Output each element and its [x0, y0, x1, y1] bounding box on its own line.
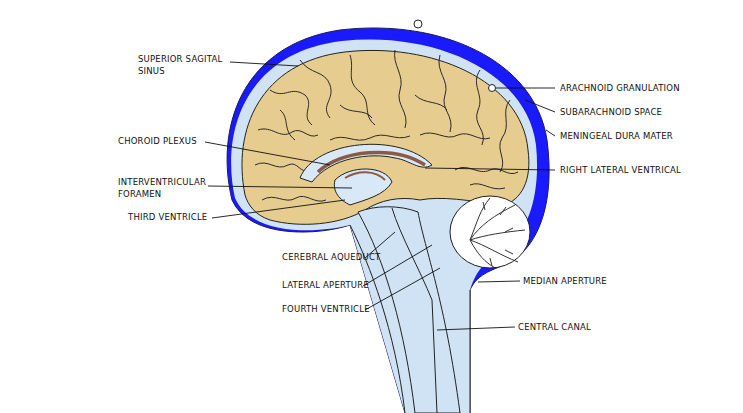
brainstem	[358, 207, 460, 413]
part-label: LATERAL APERTURE	[282, 279, 369, 291]
part-label: CHOROID PLEXUS	[118, 135, 197, 147]
part-label: CEREBRAL AQUEDUCT	[282, 251, 380, 263]
part-label: ARACHNOID GRANULATION	[560, 82, 680, 94]
part-label: MEDIAN APERTURE	[523, 275, 607, 287]
part-label: MENINGEAL DURA MATER	[560, 130, 673, 142]
part-label: FOURTH VENTRICLE	[282, 303, 370, 315]
choroid-plexus-third	[345, 172, 385, 180]
cerebellum	[450, 196, 530, 268]
leader-lines	[205, 62, 555, 330]
dura-mater	[227, 28, 549, 413]
part-label: SUPERIOR SAGITAL SINUS	[138, 53, 233, 77]
part-label: THIRD VENTRICLE	[128, 211, 207, 223]
arbor-vitae	[470, 198, 525, 268]
arachnoid-granulation	[489, 85, 496, 92]
subarachnoid-space	[231, 40, 537, 413]
part-label: INTERVENTRICULAR FORAMEN	[118, 176, 218, 200]
third-ventricle-shape	[334, 169, 392, 205]
part-label: SUBARACHNOID SPACE	[560, 106, 662, 118]
part-label: CENTRAL CANAL	[518, 321, 591, 333]
spinal-sheath-right	[470, 290, 471, 413]
arachnoid-granulation	[414, 20, 422, 28]
part-label: RIGHT LATERAL VENTRICAL	[560, 164, 681, 176]
aqueduct-canal	[392, 208, 437, 413]
